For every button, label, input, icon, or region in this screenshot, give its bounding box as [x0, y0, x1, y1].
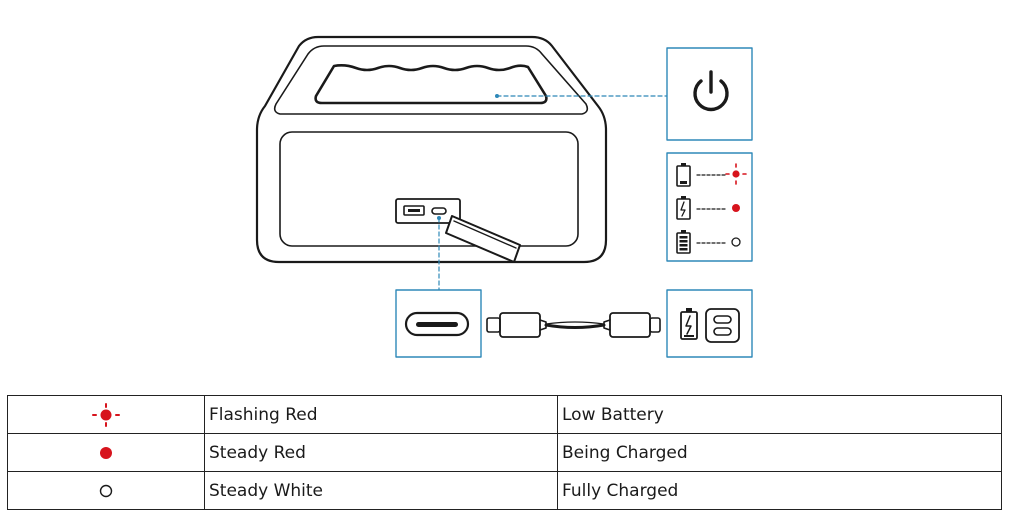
indicator-cell: [7, 433, 205, 472]
usb-c-port-icon: [404, 311, 470, 337]
indicator-cell: [7, 395, 205, 434]
color-cell: Steady White: [204, 471, 558, 510]
battery-charging-icon: [680, 308, 698, 340]
speaker-illustration: [255, 35, 608, 264]
steady-white-led: [99, 484, 113, 497]
charger-callout: [666, 289, 753, 358]
flashing-red-led: [92, 402, 120, 427]
usb-c-cable-icon: [486, 312, 661, 338]
usb-c-port-icon: [431, 207, 447, 215]
leader-lines: [438, 95, 668, 291]
power-icon: [693, 70, 729, 112]
usb-c-adapter-icon: [705, 308, 740, 343]
battery-full-icon: [676, 230, 691, 254]
meaning-cell: Being Charged: [557, 433, 1002, 472]
port-cover-flap: [445, 215, 521, 263]
color-cell: Steady Red: [204, 433, 558, 472]
usb-c-port-callout: [395, 289, 482, 358]
steady-white-led: [731, 237, 741, 247]
speaker-charging-diagram: [255, 35, 753, 358]
table-row: Flashing Red Low Battery: [7, 395, 1002, 434]
flashing-red-led: [725, 163, 747, 185]
table-row: Steady Red Being Charged: [7, 433, 1002, 472]
power-button-callout: [666, 47, 753, 141]
meaning-cell: Low Battery: [557, 395, 1002, 434]
usb-a-port-icon: [403, 205, 425, 216]
led-indicator-legend-table: Flashing Red Low Battery Steady Red Bein…: [7, 395, 1002, 510]
steady-red-led: [732, 204, 740, 212]
indicator-cell: [7, 471, 205, 510]
steady-red-led: [100, 446, 112, 459]
table-row: Steady White Fully Charged: [7, 471, 1002, 510]
battery-low-icon: [676, 163, 691, 187]
meaning-cell: Fully Charged: [557, 471, 1002, 510]
battery-charging-icon: [676, 196, 691, 220]
battery-status-callout: [666, 152, 753, 262]
color-cell: Flashing Red: [204, 395, 558, 434]
